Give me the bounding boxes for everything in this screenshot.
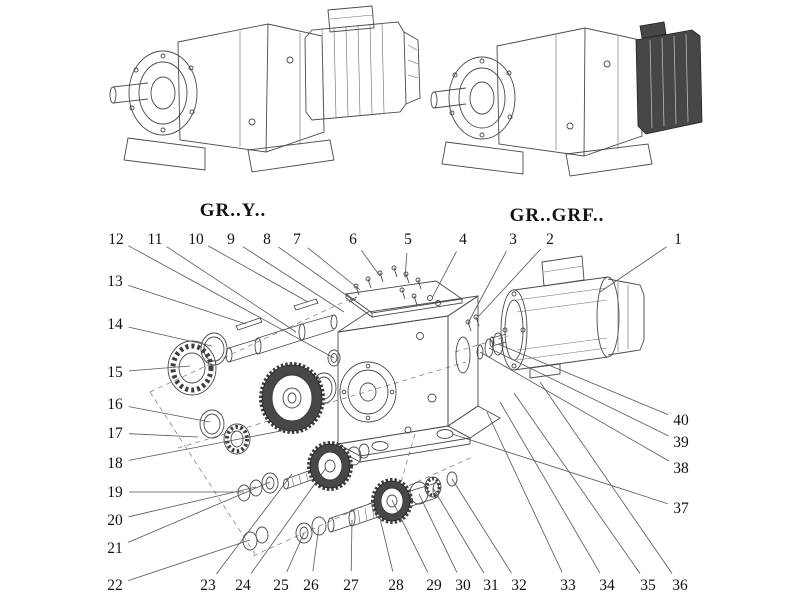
part-number-19: 19 — [107, 484, 123, 501]
part-number-14: 14 — [107, 316, 123, 333]
finned-cover — [635, 29, 703, 135]
exploded-electric-motor — [489, 255, 645, 379]
leader-line-20 — [128, 486, 257, 518]
leader-line-5 — [404, 252, 408, 279]
part-number-7: 7 — [293, 231, 301, 248]
part-number-34: 34 — [599, 577, 615, 594]
part-number-28: 28 — [388, 577, 404, 594]
part-number-17: 17 — [107, 425, 123, 442]
leader-line-32 — [451, 478, 512, 574]
part-number-32: 32 — [511, 577, 527, 594]
leader-line-31 — [432, 487, 485, 574]
leader-line-6 — [360, 250, 381, 277]
part-number-30: 30 — [455, 577, 471, 594]
leader-line-10 — [208, 245, 309, 303]
leader-line-16 — [128, 406, 211, 423]
assembly-axis-lines — [149, 299, 509, 557]
assembled-view-gr-y — [109, 5, 421, 173]
part-number-38: 38 — [673, 460, 689, 477]
part-number-24: 24 — [235, 577, 251, 594]
leader-line-40 — [497, 343, 669, 415]
leader-line-30 — [418, 493, 458, 573]
leader-line-14 — [128, 326, 213, 347]
leader-line-8 — [278, 246, 354, 301]
part-number-13: 13 — [107, 273, 123, 290]
part-number-8: 8 — [263, 231, 271, 248]
assembled-view-gr-grf — [430, 21, 703, 177]
part-number-6: 6 — [349, 231, 357, 248]
model-label-gr-grf: GR..GRF.. — [509, 205, 605, 226]
leader-line-3 — [467, 251, 507, 324]
part-number-3: 3 — [509, 231, 517, 248]
leader-line-17 — [128, 433, 199, 438]
leader-line-38 — [479, 351, 670, 462]
leader-line-29 — [391, 499, 429, 573]
part-number-39: 39 — [673, 434, 689, 451]
leader-line-7 — [307, 247, 361, 291]
leader-line-37 — [451, 433, 668, 505]
leader-line-9 — [242, 246, 345, 313]
part-number-16: 16 — [107, 396, 123, 413]
leader-line-24 — [250, 467, 327, 574]
part-number-27: 27 — [343, 577, 359, 594]
leader-line-13 — [128, 284, 247, 325]
leader-line-15 — [128, 365, 191, 372]
part-number-37: 37 — [673, 500, 689, 517]
exploded-spacer-and-bearing — [199, 409, 251, 455]
part-number-40: 40 — [673, 412, 689, 429]
leader-line-22 — [128, 539, 251, 581]
part-number-21: 21 — [107, 540, 123, 557]
part-number-18: 18 — [107, 455, 123, 472]
leader-line-36 — [539, 381, 673, 574]
leader-line-27 — [350, 519, 353, 572]
part-number-4: 4 — [459, 231, 467, 248]
part-number-12: 12 — [108, 231, 124, 248]
part-number-25: 25 — [273, 577, 289, 594]
leader-line-25 — [286, 532, 305, 573]
exploded-output-gear — [259, 362, 337, 434]
leader-line-39 — [488, 347, 669, 437]
part-number-9: 9 — [227, 231, 235, 248]
leader-line-34 — [499, 401, 601, 574]
part-number-11: 11 — [148, 231, 163, 248]
leader-line-35 — [513, 392, 641, 574]
part-number-33: 33 — [560, 577, 576, 594]
exploded-input-shaft-assembly — [295, 471, 458, 544]
exploded-cover-and-bolts — [344, 265, 464, 318]
model-label-gr-y: GR..Y.. — [199, 200, 267, 221]
leader-line-18 — [128, 429, 287, 461]
leader-line-4 — [431, 251, 457, 299]
part-number-29: 29 — [426, 577, 442, 594]
part-number-35: 35 — [640, 577, 656, 594]
output-bearing — [167, 340, 217, 396]
leader-line-12 — [128, 245, 335, 359]
part-number-5: 5 — [404, 231, 412, 248]
exploded-output-shaft-assembly — [167, 298, 338, 396]
leader-line-1 — [599, 246, 667, 293]
part-number-36: 36 — [672, 577, 688, 594]
part-number-20: 20 — [107, 512, 123, 529]
exploded-gearcase-housing — [327, 295, 501, 463]
leader-line-21 — [127, 481, 271, 543]
part-number-22: 22 — [107, 577, 123, 594]
leader-line-11 — [166, 246, 297, 333]
part-number-31: 31 — [483, 577, 499, 594]
leader-line-26 — [312, 525, 320, 572]
part-number-23: 23 — [200, 577, 216, 594]
part-number-1: 1 — [674, 231, 682, 248]
leader-line-2 — [477, 249, 541, 318]
part-number-15: 15 — [107, 364, 123, 381]
part-number-2: 2 — [546, 231, 554, 248]
cover-bolts — [353, 265, 422, 306]
part-number-26: 26 — [303, 577, 319, 594]
part-number-10: 10 — [188, 231, 204, 248]
leader-line-33 — [486, 411, 563, 573]
leader-line-23 — [216, 473, 293, 575]
leader-line-28 — [377, 509, 394, 572]
